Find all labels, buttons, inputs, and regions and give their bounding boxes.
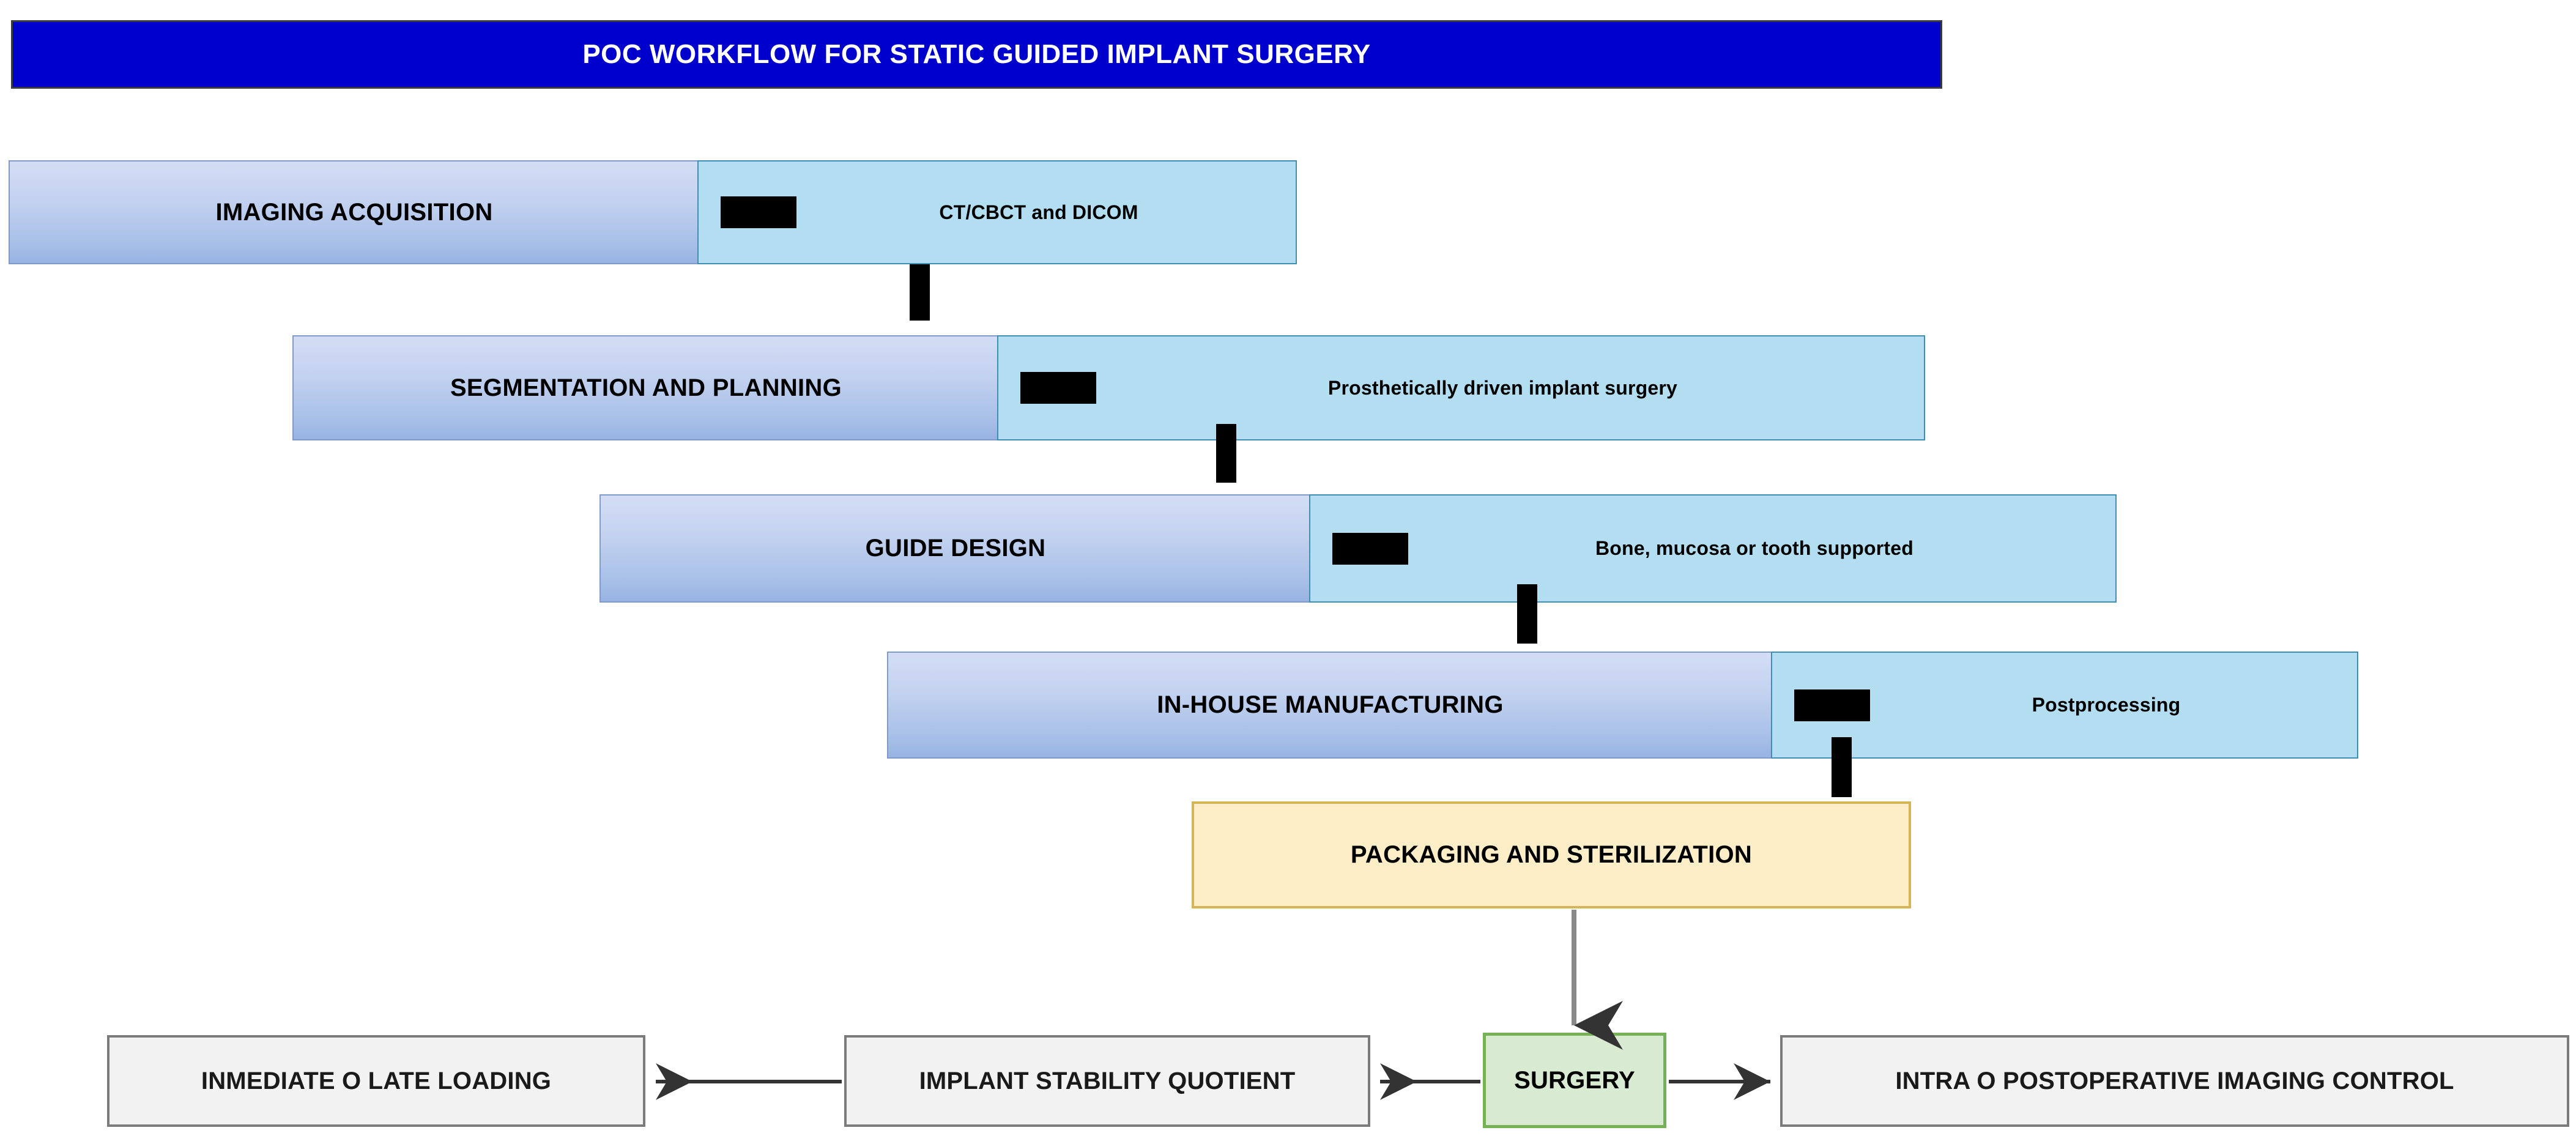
stage-note-text-guide-design: Bone, mucosa or tooth supported xyxy=(1595,537,1913,559)
stage-label-imaging-acquisition: IMAGING ACQUISITION xyxy=(215,198,493,226)
outcome-box-intra-or-postoperative-imaging-control[interactable]: INTRA O POSTOPERATIVE IMAGING CONTROL xyxy=(1780,1035,2569,1127)
stage-note-text-imaging-acquisition: CT/CBCT and DICOM xyxy=(939,201,1138,223)
outcome-label-surgery: SURGERY xyxy=(1514,1066,1635,1094)
outcome-box-immediate-or-late-loading[interactable]: INMEDIATE O LATE LOADING xyxy=(107,1035,645,1127)
stage-box-in-house-manufacturing[interactable]: IN-HOUSE MANUFACTURING xyxy=(887,652,1772,759)
stage-box-segmentation-and-planning[interactable]: SEGMENTATION AND PLANNING xyxy=(292,335,998,440)
stage-label-guide-design: GUIDE DESIGN xyxy=(865,535,1046,562)
stage-note-in-house-manufacturing[interactable]: Postprocessing xyxy=(1771,652,2358,759)
stage-label-packaging-and-sterilization: PACKAGING AND STERILIZATION xyxy=(1350,841,1753,868)
stage-box-guide-design[interactable]: GUIDE DESIGN xyxy=(599,494,1310,603)
stage-note-text-in-house-manufacturing: Postprocessing xyxy=(2032,694,2181,716)
stage-label-in-house-manufacturing: IN-HOUSE MANUFACTURING xyxy=(1157,691,1504,718)
stage-note-guide-design[interactable]: Bone, mucosa or tooth supported xyxy=(1309,494,2117,603)
outcome-label-intra-or-postoperative-imaging-control: INTRA O POSTOPERATIVE IMAGING CONTROL xyxy=(1895,1067,2454,1094)
outcome-box-surgery[interactable]: SURGERY xyxy=(1483,1033,1666,1128)
black-bar-icon xyxy=(1020,372,1096,404)
black-bar-icon xyxy=(1332,532,1408,565)
stage-box-packaging-and-sterilization[interactable]: PACKAGING AND STERILIZATION xyxy=(1192,801,1911,908)
connector-segmentation-to-guide-design xyxy=(1216,424,1236,483)
connector-guide-design-to-manufacturing xyxy=(1517,584,1537,644)
page-title: POC WORKFLOW FOR STATIC GUIDED IMPLANT S… xyxy=(582,39,1371,69)
stage-note-text-segmentation-and-planning: Prosthetically driven implant surgery xyxy=(1327,376,1678,399)
stage-box-imaging-acquisition[interactable]: IMAGING ACQUISITION xyxy=(9,160,699,264)
stage-note-segmentation-and-planning[interactable]: Prosthetically driven implant surgery xyxy=(997,335,1925,440)
black-bar-icon xyxy=(721,196,796,228)
connector-manufacturing-to-packaging xyxy=(1832,737,1852,797)
stage-note-imaging-acquisition[interactable]: CT/CBCT and DICOM xyxy=(697,160,1297,264)
outcome-box-implant-stability-quotient[interactable]: IMPLANT STABILITY QUOTIENT xyxy=(844,1035,1370,1127)
stage-label-segmentation-and-planning: SEGMENTATION AND PLANNING xyxy=(450,374,842,401)
diagram-title-banner: POC WORKFLOW FOR STATIC GUIDED IMPLANT S… xyxy=(11,20,1942,89)
connector-imaging-to-segmentation xyxy=(910,264,930,321)
black-bar-icon xyxy=(1794,689,1870,721)
outcome-label-implant-stability-quotient: IMPLANT STABILITY QUOTIENT xyxy=(919,1067,1296,1094)
outcome-label-immediate-or-late-loading: INMEDIATE O LATE LOADING xyxy=(201,1067,552,1094)
